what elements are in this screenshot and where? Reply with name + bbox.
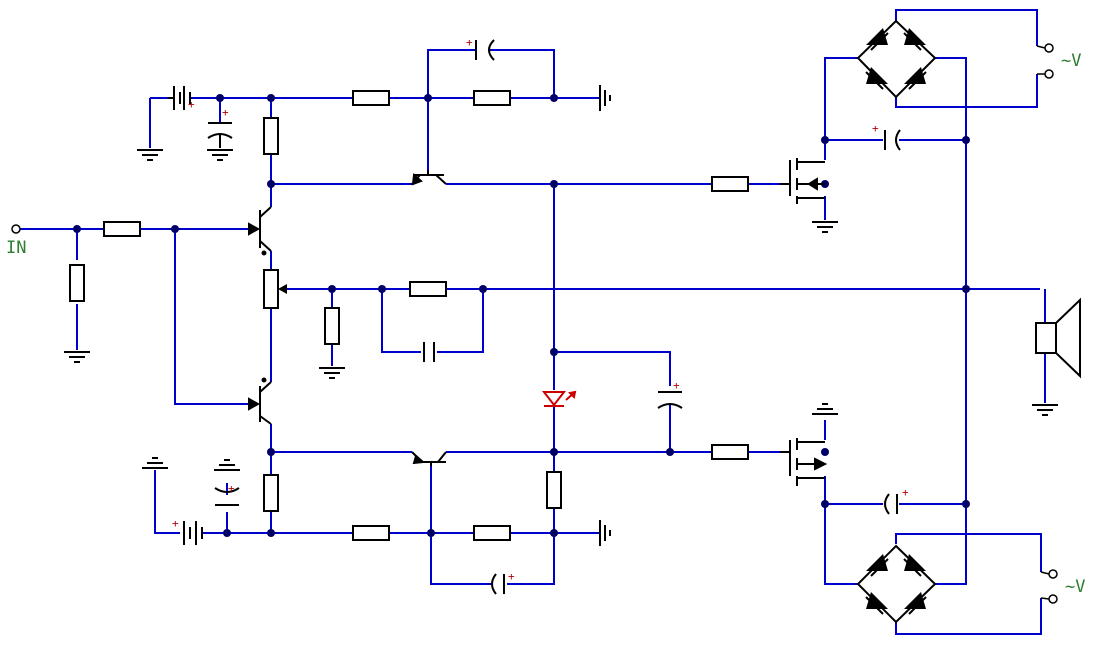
resistor-input-series bbox=[103, 221, 141, 237]
mosfet-upper bbox=[780, 158, 825, 204]
capacitors bbox=[207, 39, 901, 595]
ac-label-top: ~V bbox=[1061, 51, 1081, 71]
led-indicator bbox=[541, 390, 577, 407]
input-terminal bbox=[11, 224, 21, 234]
resistor-bottom-bias bbox=[352, 525, 390, 541]
resistor-top-bias bbox=[352, 90, 390, 106]
input-label: IN bbox=[6, 238, 26, 258]
svg-text:+: + bbox=[902, 486, 909, 499]
polarity-marks: + + + + + + + + + bbox=[172, 36, 909, 583]
ac-terminal-bottom-1 bbox=[1048, 569, 1058, 579]
junction-dots bbox=[73, 94, 970, 537]
ac-terminal-top-2 bbox=[1044, 69, 1054, 79]
trimmer-potentiometer bbox=[263, 269, 279, 309]
svg-text:+: + bbox=[188, 98, 195, 111]
bridge-rectifier-upper bbox=[856, 19, 937, 99]
battery-top bbox=[168, 86, 191, 110]
mosfet-lower bbox=[780, 438, 828, 486]
resistor-bottom-bias-2 bbox=[473, 525, 511, 541]
battery-bottom bbox=[183, 521, 203, 545]
terminals bbox=[11, 43, 1058, 604]
wires bbox=[20, 9, 1046, 635]
ac-label-bottom: ~V bbox=[1065, 577, 1085, 597]
svg-text:+: + bbox=[466, 36, 473, 49]
ac-terminal-top-1 bbox=[1044, 43, 1054, 53]
svg-text:+: + bbox=[872, 122, 879, 135]
svg-text:+: + bbox=[172, 517, 179, 530]
svg-text:+: + bbox=[673, 379, 680, 392]
resistor-feedback-shunt bbox=[324, 307, 340, 345]
resistor-top-gate bbox=[711, 176, 749, 192]
bjt-upper bbox=[411, 170, 447, 186]
bjt-lower bbox=[411, 451, 447, 466]
svg-text:+: + bbox=[222, 106, 229, 119]
resistor-bottom-gate bbox=[711, 444, 749, 460]
jfet-lower bbox=[248, 377, 272, 425]
bridge-rectifier-lower bbox=[856, 544, 937, 624]
speaker-icon bbox=[1035, 297, 1081, 379]
svg-text:+: + bbox=[228, 482, 235, 495]
resistor-bottom-drain bbox=[263, 474, 279, 512]
ac-terminal-bottom-2 bbox=[1048, 594, 1058, 604]
resistor-feedback bbox=[409, 281, 447, 297]
jfet-upper bbox=[248, 206, 272, 256]
resistor-top-drain bbox=[263, 117, 279, 155]
resistor-input-shunt bbox=[69, 264, 85, 302]
svg-text:+: + bbox=[508, 570, 515, 583]
resistor-top-bias-2 bbox=[473, 90, 511, 106]
resistor-led-bias bbox=[546, 471, 562, 509]
resistors bbox=[69, 90, 749, 541]
trimmer-wiper-arrow bbox=[278, 284, 287, 294]
